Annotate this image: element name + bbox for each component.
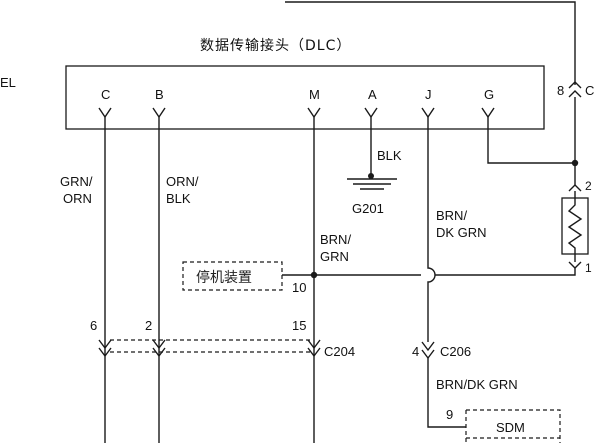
wire-c-label-2: ORN <box>63 191 92 206</box>
ground-junction-dot <box>368 173 374 179</box>
wire-j-upper <box>427 117 436 342</box>
connector-c-chevrons <box>568 81 582 98</box>
resistor-zigzag <box>567 191 583 262</box>
ground-label: G201 <box>352 201 384 216</box>
immobilizer-box <box>182 261 283 291</box>
immobilizer-pin: 10 <box>292 280 306 295</box>
wire-j-label-1: BRN/ <box>436 208 467 223</box>
sdm-label: SDM <box>496 420 525 435</box>
wire-sdm <box>427 358 466 428</box>
resistor-chevron-top <box>568 184 582 192</box>
resistor-chevron-bottom <box>568 261 582 269</box>
wire-j-label-2: DK GRN <box>436 225 487 240</box>
sdm-wire-label: BRN/DK GRN <box>436 377 518 392</box>
c206-chevrons <box>421 341 435 360</box>
dlc-pin-b: B <box>155 87 164 102</box>
resistor-box <box>561 197 589 255</box>
left-edge-label: EL <box>0 75 16 90</box>
top-feed-wire <box>285 1 576 80</box>
connector-c-pin: 8 <box>557 83 564 98</box>
dlc-pin-chevrons <box>98 107 495 119</box>
resistor-pin-top: 2 <box>585 179 592 193</box>
wire-m-label-2: GRN <box>320 249 349 264</box>
resistor-return-wire-right <box>435 268 576 276</box>
dlc-pin-c: C <box>101 87 110 102</box>
c204-pin-15: 15 <box>292 318 306 333</box>
connector-c-name: C <box>585 83 594 98</box>
resistor-pin-bottom: 1 <box>585 261 592 275</box>
c204-chevrons <box>98 339 321 358</box>
ground-symbol <box>347 178 397 190</box>
sdm-pin: 9 <box>446 407 453 422</box>
c204-pin-6: 6 <box>90 318 97 333</box>
dlc-connector-box <box>65 65 545 130</box>
wire-a-label: BLK <box>377 148 402 163</box>
dlc-pin-m: M <box>309 87 320 102</box>
dlc-pin-j: J <box>425 87 432 102</box>
c204-name: C204 <box>324 344 355 359</box>
dlc-pin-a: A <box>368 87 377 102</box>
wire-c-label-1: GRN/ <box>60 174 93 189</box>
c206-name: C206 <box>440 344 471 359</box>
wire-g <box>487 117 575 164</box>
c206-pin: 4 <box>412 344 419 359</box>
c204-pin-2: 2 <box>145 318 152 333</box>
right-junction-dot <box>571 159 579 167</box>
dlc-title: 数据传输接头（DLC） <box>200 37 351 54</box>
wire-b-label-2: BLK <box>166 191 191 206</box>
wire-m-label-1: BRN/ <box>320 232 351 247</box>
wire-b-label-1: ORN/ <box>166 174 199 189</box>
dlc-pin-g: G <box>484 87 494 102</box>
sdm-box-outline <box>466 409 561 443</box>
immobilizer-label: 停机装置 <box>196 269 252 286</box>
